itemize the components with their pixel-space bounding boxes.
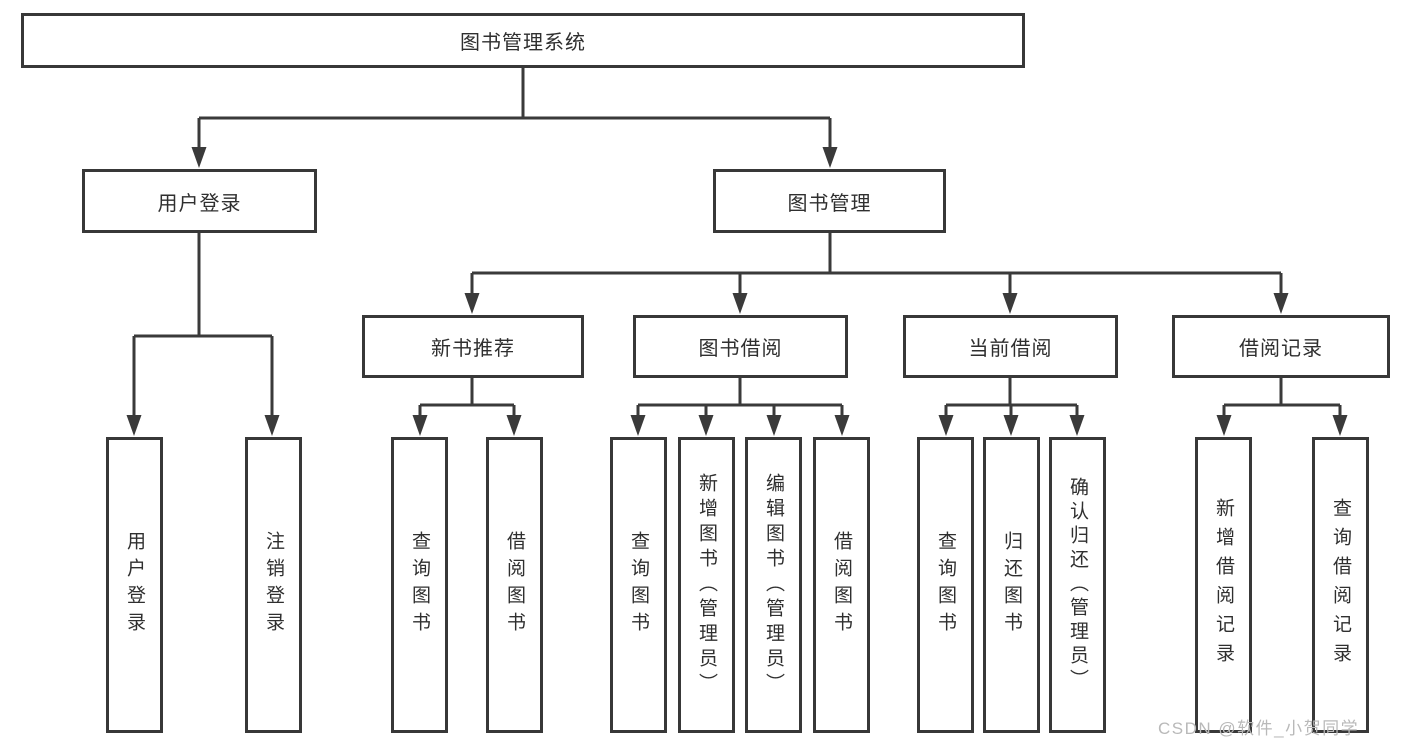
leaf-query-books-3: 查询图书 [917,437,974,733]
node-label: 图书借阅 [698,338,783,360]
node-label: 新增借阅记录 [1213,498,1234,672]
node-current-borrowing: 当前借阅 [903,315,1118,378]
arrow-down-icon [1273,293,1289,314]
arrow-down-icon [822,147,838,168]
connector-book-borrowing [630,378,850,436]
arrow-down-icon [506,415,522,436]
arrow-down-icon [1003,415,1019,436]
arrow-down-icon [630,415,646,436]
node-label: 确认归还（管理员） [1067,477,1088,693]
watermark: CSDN @软件_小贺同学 [1158,719,1360,738]
node-label: 图书管理系统 [460,32,586,54]
node-label: 借阅图书 [831,531,852,639]
leaf-edit-books-admin: 编辑图书（管理员） [745,437,802,733]
node-label: 用户登录 [124,531,145,639]
node-label: 查询图书 [935,531,956,639]
connector-borrowing-records [1216,378,1348,436]
arrow-down-icon [412,415,428,436]
leaf-query-borrow-record: 查询借阅记录 [1312,437,1369,733]
arrow-down-icon [464,293,480,314]
node-label: 借阅图书 [504,531,525,639]
leaf-add-borrow-record: 新增借阅记录 [1195,437,1252,733]
arrow-down-icon [938,415,954,436]
leaf-confirm-return-admin: 确认归还（管理员） [1049,437,1106,733]
node-library-management-system: 图书管理系统 [21,13,1025,68]
arrow-down-icon [834,415,850,436]
node-borrowing-records: 借阅记录 [1172,315,1390,378]
node-label: 查询图书 [628,531,649,639]
arrow-down-icon [698,415,714,436]
node-user-login: 用户登录 [82,169,317,233]
node-label: 借阅记录 [1239,338,1323,360]
leaf-return-books: 归还图书 [983,437,1040,733]
leaf-add-books-admin: 新增图书（管理员） [678,437,735,733]
leaf-borrow-books: 借阅图书 [486,437,543,733]
node-label: 归还图书 [1001,531,1022,639]
connector-book-management [464,233,1289,314]
arrow-down-icon [126,415,142,436]
connector-root [191,68,838,168]
arrow-down-icon [1002,293,1018,314]
connector-new-book-recommendation [412,378,522,436]
node-label: 当前借阅 [968,338,1053,360]
node-book-borrowing: 图书借阅 [633,315,848,378]
leaf-query-books: 查询图书 [391,437,448,733]
node-book-management: 图书管理 [713,169,946,233]
connector-current-borrowing [938,378,1085,436]
leaf-logout-login: 注销登录 [245,437,302,733]
arrow-down-icon [1216,415,1232,436]
connector-user-login [126,233,280,436]
arrow-down-icon [1069,415,1085,436]
node-new-book-recommendation: 新书推荐 [362,315,584,378]
arrow-down-icon [732,293,748,314]
leaf-borrow-books-2: 借阅图书 [813,437,870,733]
node-label: 新书推荐 [431,338,515,360]
arrow-down-icon [264,415,280,436]
leaf-query-books-2: 查询图书 [610,437,667,733]
arrow-down-icon [191,147,207,168]
node-label: 用户登录 [157,192,242,215]
node-label: 编辑图书（管理员） [763,472,784,698]
arrow-down-icon [766,415,782,436]
node-label: 图书管理 [787,192,872,215]
leaf-user-login: 用户登录 [106,437,163,733]
node-label: 新增图书（管理员） [696,472,717,698]
node-label: 查询图书 [409,531,430,639]
arrow-down-icon [1332,415,1348,436]
node-label: 查询借阅记录 [1330,498,1351,672]
node-label: 注销登录 [263,531,284,639]
